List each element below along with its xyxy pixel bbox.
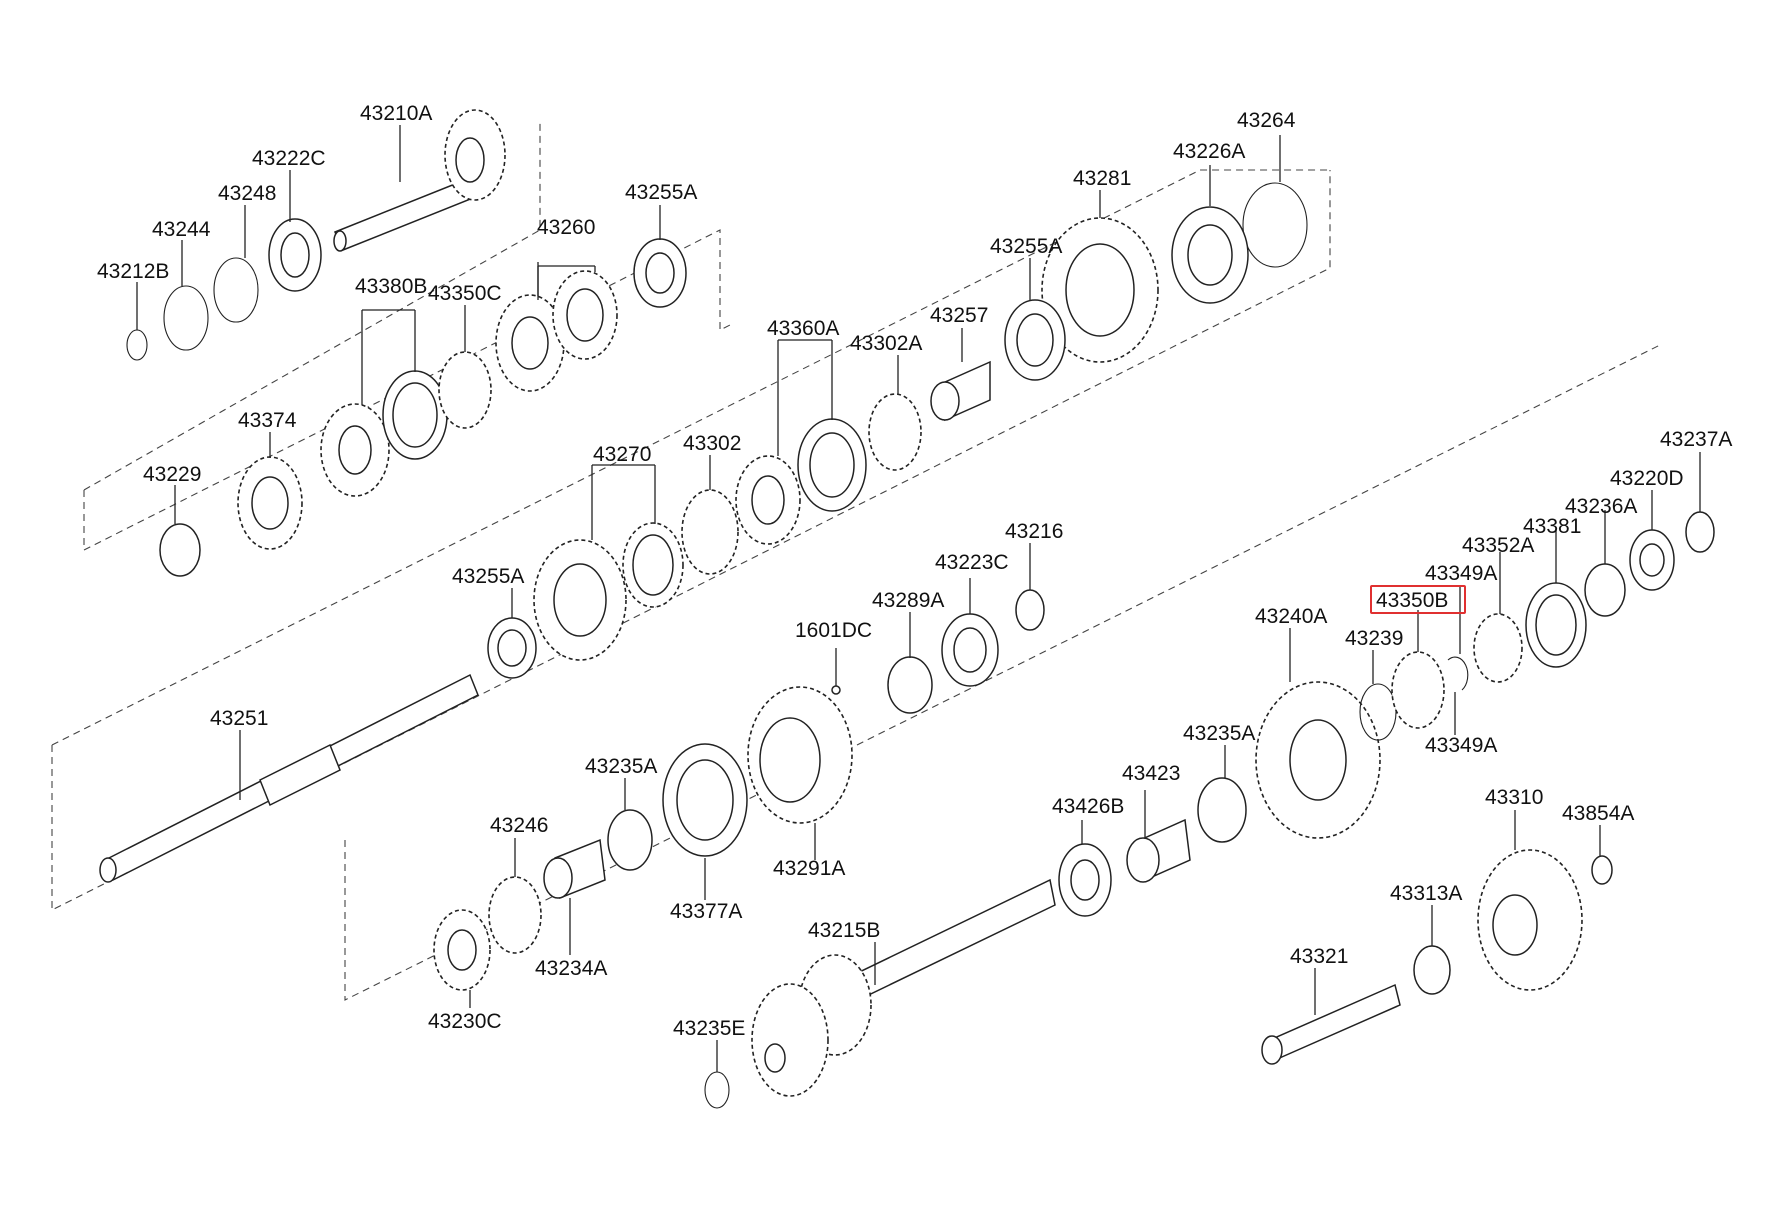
needle-bearing-43236A	[1584, 563, 1626, 617]
snap-ring-43235E	[704, 1071, 730, 1109]
label-43237A: 43237A	[1660, 428, 1732, 451]
label-43235A: 43235A	[585, 755, 657, 778]
needle-bearing-43313A	[1413, 945, 1451, 995]
main-shaft-43251	[99, 673, 479, 883]
synchro-ring-43302A	[868, 393, 922, 471]
label-43235E: 43235E	[673, 1017, 745, 1040]
label-43244: 43244	[152, 218, 211, 241]
label-43321: 43321	[1290, 945, 1348, 968]
label-43377A: 43377A	[670, 900, 742, 923]
group-outlines	[51, 120, 1661, 1001]
label-43281: 43281	[1073, 167, 1131, 190]
needle-bearing-43235A-2	[1197, 777, 1247, 843]
label-43374: 43374	[238, 409, 297, 432]
label-43289A: 43289A	[872, 589, 944, 612]
label-43234A: 43234A	[535, 957, 607, 980]
label-43239: 43239	[1345, 627, 1403, 650]
label-43360A: 43360A	[767, 317, 839, 340]
label-43216: 43216	[1005, 520, 1063, 543]
label-43426B: 43426B	[1052, 795, 1124, 818]
label-43313A: 43313A	[1390, 882, 1462, 905]
parts	[99, 109, 1715, 1109]
output-shaft-43215B	[751, 878, 1056, 1097]
label-43255A: 43255A	[625, 181, 697, 204]
synchro-ring-43302	[681, 489, 739, 575]
hub-43352A	[1473, 613, 1523, 683]
label-43246: 43246	[490, 814, 548, 837]
washer-43237A	[1685, 511, 1715, 553]
part-labels: 43210A 43222C 43248 43244 43212B 43260 4…	[97, 102, 1732, 1040]
label-43291A: 43291A	[773, 857, 845, 880]
label-43248: 43248	[218, 182, 276, 205]
label-43236A: 43236A	[1565, 495, 1637, 518]
label-43235A: 43235A	[1183, 722, 1255, 745]
label-43257: 43257	[930, 304, 988, 327]
label-43854A: 43854A	[1562, 802, 1634, 825]
label-43255A: 43255A	[452, 565, 524, 588]
label-43350B: 43350B	[1376, 589, 1448, 612]
label-43380B: 43380B	[355, 275, 427, 298]
label-43352A: 43352A	[1462, 534, 1534, 557]
label-1601DC: 1601DC	[795, 619, 872, 642]
washer-43854A	[1591, 855, 1613, 885]
label-43212B: 43212B	[97, 260, 169, 283]
snap-ring-43264	[1242, 182, 1308, 268]
bearing-43229	[159, 523, 201, 577]
label-43350C: 43350C	[428, 282, 502, 305]
label-43226A: 43226A	[1173, 140, 1245, 163]
washer-43216	[1015, 589, 1045, 631]
ball-1601DC	[831, 685, 841, 695]
label-43302A: 43302A	[850, 332, 922, 355]
bearing-43222C	[268, 218, 322, 292]
label-43229: 43229	[143, 463, 201, 486]
shaft-43321	[1269, 983, 1401, 1062]
label-43240A: 43240A	[1255, 605, 1327, 628]
label-43210A: 43210A	[360, 102, 432, 125]
label-43260: 43260	[537, 216, 595, 239]
label-43270: 43270	[593, 443, 651, 466]
gear-43246	[488, 876, 542, 954]
label-43220D: 43220D	[1610, 467, 1684, 490]
label-43302: 43302	[683, 432, 741, 455]
label-43223C: 43223C	[935, 551, 1009, 574]
input-shaft-43210A	[333, 109, 506, 252]
label-43349A: 43349A	[1425, 734, 1497, 757]
synchro-ring-43350C	[438, 351, 492, 429]
synchro-ring-43350B	[1391, 651, 1445, 729]
label-43264: 43264	[1237, 109, 1296, 132]
clip-43349A	[1447, 656, 1469, 691]
label-43423: 43423	[1122, 762, 1180, 785]
label-43215B: 43215B	[808, 919, 880, 942]
label-43381: 43381	[1523, 515, 1581, 538]
ring-43289A	[887, 656, 933, 714]
label-43349A: 43349A	[1425, 562, 1497, 585]
label-43222C: 43222C	[252, 147, 326, 170]
label-43251: 43251	[210, 707, 268, 730]
clip-43212B	[126, 329, 148, 361]
snap-ring-43248	[213, 257, 259, 323]
label-43230C: 43230C	[428, 1010, 502, 1033]
ring-43244	[163, 285, 209, 351]
label-43310: 43310	[1485, 786, 1543, 809]
leader-lines	[136, 125, 1701, 1072]
needle-bearing-43235A-1	[607, 809, 653, 871]
label-43255A: 43255A	[990, 235, 1062, 258]
highlight-box	[1370, 585, 1466, 614]
